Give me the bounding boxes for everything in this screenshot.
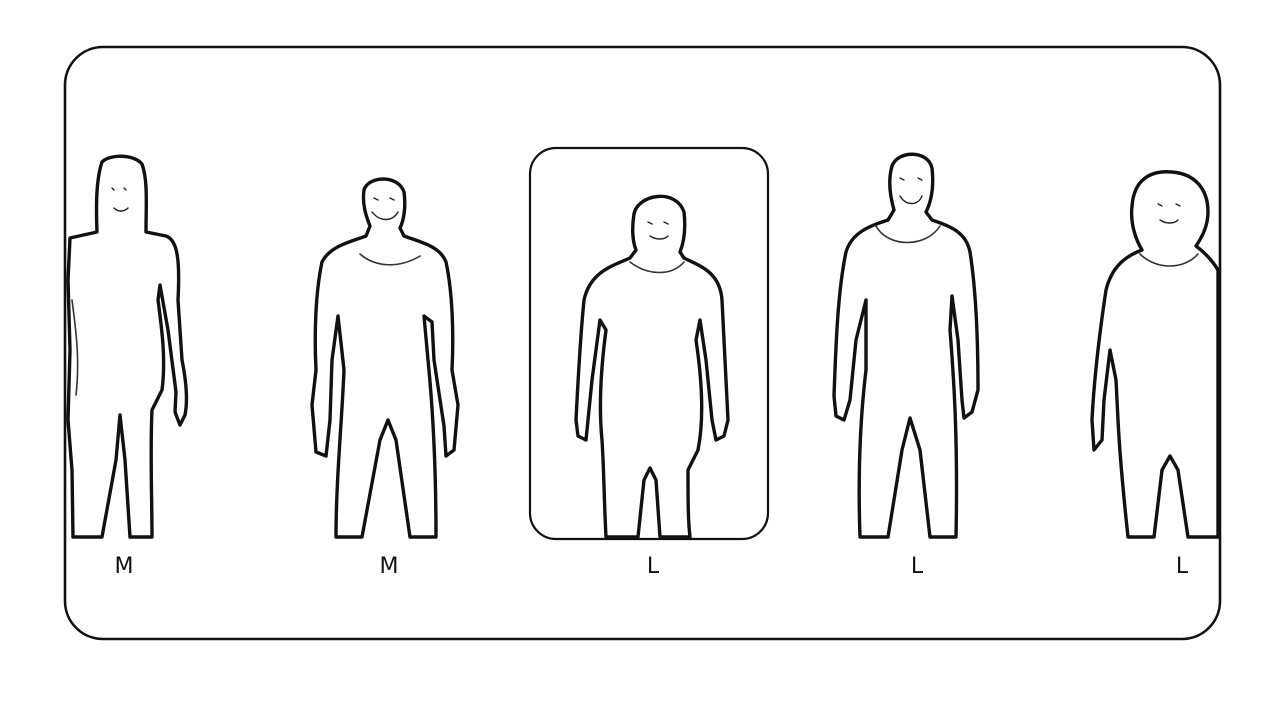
size-label-figure-5: L bbox=[1176, 554, 1189, 579]
size-label-figure-2: M bbox=[380, 554, 399, 579]
figure-5[interactable] bbox=[1090, 170, 1220, 539]
figure-3[interactable] bbox=[574, 194, 730, 539]
size-label-figure-4: L bbox=[911, 554, 924, 579]
size-label-figure-3: L bbox=[647, 554, 660, 579]
figure-1[interactable] bbox=[66, 154, 189, 539]
figure-4[interactable] bbox=[832, 152, 980, 539]
selected-figure-frame bbox=[528, 146, 770, 541]
outer-panel bbox=[63, 45, 1222, 641]
size-label-figure-1: M bbox=[115, 554, 134, 579]
figure-2[interactable] bbox=[310, 177, 460, 539]
